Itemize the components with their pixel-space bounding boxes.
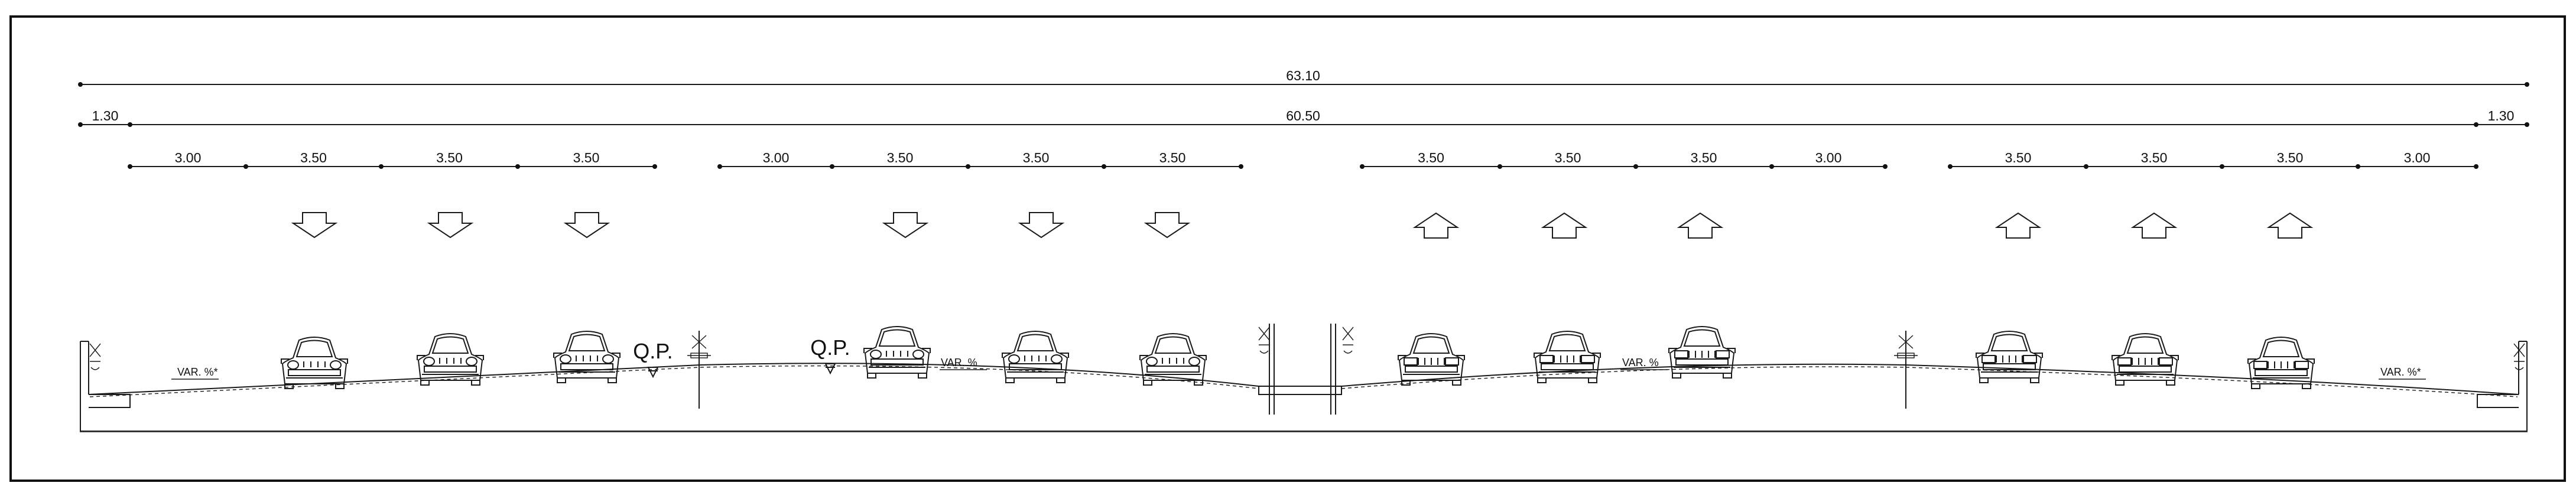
edge-left-label: 1.30 (92, 108, 119, 123)
direction-arrows (291, 212, 2314, 239)
dimension-tick (1633, 164, 1638, 169)
lane-width-label: 3.50 (573, 150, 600, 165)
barrier-post-icon (687, 331, 711, 409)
lane-width-label: 3.00 (763, 150, 790, 165)
lane-width-label: 3.50 (300, 150, 327, 165)
lane-width-label: 3.00 (1815, 150, 1842, 165)
up-arrow-icon (2266, 212, 2314, 239)
qp-marker-left: Q.P. (633, 339, 673, 379)
road-surface (80, 324, 2528, 431)
lane-width-label: 3.50 (2005, 150, 2032, 165)
edge-right-label: 1.30 (2488, 108, 2515, 123)
down-arrow-icon (882, 212, 929, 239)
dimension-tick (515, 164, 520, 169)
dimension-tick (243, 164, 248, 169)
down-arrow-icon (427, 212, 474, 239)
down-arrow-icon (1018, 212, 1065, 239)
dimension-tick (2356, 164, 2360, 169)
vehicles (281, 326, 2315, 389)
barrier-signs (89, 327, 2525, 409)
dimension-tick (2084, 164, 2088, 169)
lane-dimension-group: 3.50 3.50 3.50 3.00 (1948, 150, 2478, 169)
lane-width-label: 3.50 (887, 150, 914, 165)
lane-width-label: 3.50 (2141, 150, 2168, 165)
lane-width-label: 3.50 (1023, 150, 1050, 165)
car-front-icon (1139, 333, 1207, 386)
down-arrow-icon (1144, 212, 1191, 239)
car-rear-icon (2247, 337, 2315, 389)
dimension-tick (2474, 164, 2478, 169)
dimension-tick (966, 164, 970, 169)
overall-dimension-label: 63.10 (1286, 68, 1320, 83)
dimension-tick (379, 164, 384, 169)
dimension-tick (2220, 164, 2224, 169)
car-front-icon (863, 326, 931, 379)
barrier-post-icon (1894, 331, 1918, 409)
up-arrow-icon (1994, 212, 2042, 239)
slope-label-1: VAR. %* (177, 366, 218, 378)
up-arrow-icon (1412, 212, 1460, 239)
inner-dimension: 1.30 60.50 1.30 (78, 108, 2529, 127)
inner-dimension-label: 60.50 (1286, 108, 1320, 123)
lane-width-label: 3.50 (1159, 150, 1186, 165)
slope-label-4: VAR. %* (2380, 366, 2421, 378)
slope-label-3: VAR. % (1622, 357, 1659, 368)
car-front-icon (281, 337, 348, 389)
qp-label-left: Q.P. (633, 339, 673, 363)
up-arrow-icon (2130, 212, 2178, 239)
up-arrow-icon (1541, 212, 1588, 239)
car-rear-icon (1668, 326, 1736, 379)
down-arrow-icon (291, 212, 338, 239)
wall-sign-icon (89, 343, 101, 370)
dimension-tick (717, 164, 722, 169)
slope-label-2: VAR. % (941, 357, 977, 368)
car-rear-icon (1534, 331, 1601, 383)
dimension-tick (1102, 164, 1106, 169)
lane-dimension-group: 3.50 3.50 3.50 3.00 (1360, 150, 1888, 169)
lane-width-label: 3.50 (2277, 150, 2304, 165)
overall-dimension: 63.10 (78, 68, 2529, 87)
qp-marker-right: Q.P. (810, 335, 850, 375)
car-rear-icon (1398, 333, 1465, 386)
lane-dimension-group: 3.00 3.50 3.50 3.50 (128, 150, 657, 169)
car-front-icon (1002, 331, 1069, 383)
dimension-tick (1497, 164, 1502, 169)
up-arrow-icon (1677, 212, 1724, 239)
lane-width-label: 3.50 (1418, 150, 1444, 165)
section-baseline (80, 430, 2528, 432)
wall-sign-icon (2513, 343, 2525, 370)
car-rear-icon (2112, 333, 2179, 386)
dimension-tick (1769, 164, 1774, 169)
lane-width-label: 3.00 (175, 150, 202, 165)
wall-sign-icon (1258, 327, 1270, 354)
lane-width-label: 3.50 (1691, 150, 1717, 165)
qp-label-right: Q.P. (810, 335, 850, 360)
car-rear-icon (1976, 331, 2043, 383)
lane-width-label: 3.00 (2404, 150, 2431, 165)
car-front-icon (553, 331, 621, 383)
dimension-tick (1948, 164, 1953, 169)
drawing-frame (9, 15, 2566, 482)
car-front-icon (417, 333, 484, 386)
wall-sign-icon (1342, 327, 1354, 354)
lane-dimension-group: 3.00 3.50 3.50 3.50 (717, 150, 1243, 169)
dimension-tick (1883, 164, 1888, 169)
dimension-tick (652, 164, 657, 169)
dimension-tick (830, 164, 834, 169)
down-arrow-icon (563, 212, 610, 239)
dimension-tick (1239, 164, 1243, 169)
dimension-tick (128, 164, 132, 169)
lane-width-label: 3.50 (436, 150, 463, 165)
slope-labels: VAR. %* VAR. % VAR. % VAR. %* (171, 357, 2426, 380)
dimension-tick (1360, 164, 1365, 169)
lane-width-label: 3.50 (1555, 150, 1581, 165)
